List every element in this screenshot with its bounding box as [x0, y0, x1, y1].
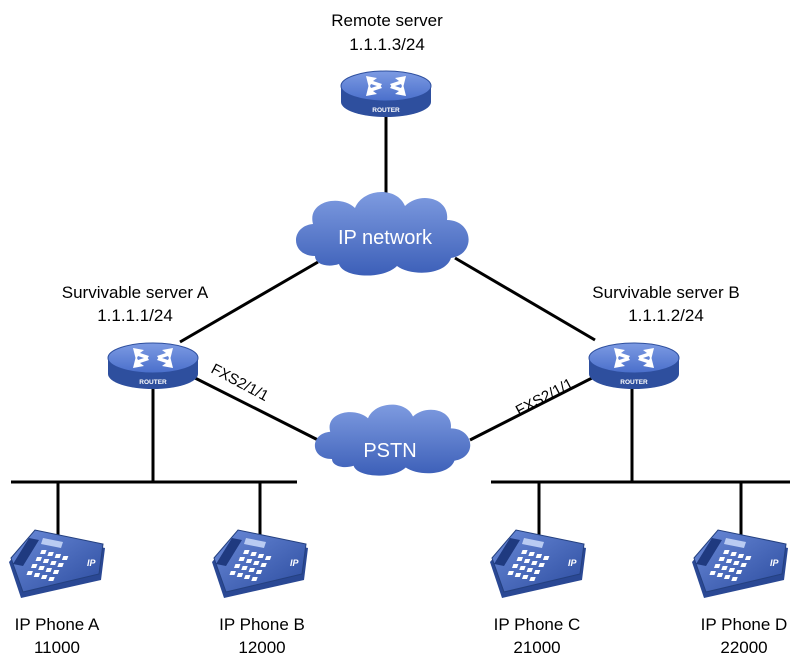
phone-d-name: IP Phone D — [701, 615, 788, 634]
link-b-ipnet — [454, 256, 596, 342]
phone-icon: IP — [8, 529, 106, 599]
phone-icon: IP — [489, 529, 587, 599]
phone-icon: IP — [691, 529, 789, 599]
server-b-ip: 1.1.1.2/24 — [628, 306, 704, 325]
phone-icon: IP — [211, 529, 309, 599]
router-badge: ROUTER — [620, 379, 648, 386]
server-b-name: Survivable server B — [592, 283, 739, 302]
link-b-pstn — [469, 376, 593, 442]
server-a-port: FXS2/1/1 — [208, 361, 271, 405]
server-a-ip: 1.1.1.1/24 — [97, 306, 173, 325]
ip-network-label: IP network — [338, 227, 433, 249]
phone-ip-badge: IP — [568, 558, 578, 568]
survivable-server-a: Survivable server A 1.1.1.1/24 ROUTER FX… — [62, 283, 272, 405]
phone-d-number: 22000 — [720, 638, 767, 657]
phone-ip-badge: IP — [87, 558, 97, 568]
phone-a-number: 11000 — [34, 638, 80, 657]
survivable-server-b: Survivable server B 1.1.1.2/24 ROUTER FX… — [513, 283, 740, 420]
ip-network-cloud: IP network — [295, 191, 469, 276]
router-icon: ROUTER — [588, 342, 680, 390]
link-a-ipnet — [179, 260, 319, 344]
remote-server-name: Remote server — [331, 11, 443, 30]
server-b-port: FXS2/1/1 — [513, 375, 576, 419]
phone-a-name: IP Phone A — [15, 615, 100, 634]
phone-c-number: 21000 — [513, 638, 560, 657]
phone-b-number: 12000 — [238, 638, 285, 657]
router-icon: ROUTER — [107, 342, 199, 390]
server-a-name: Survivable server A — [62, 283, 209, 302]
phone-b-name: IP Phone B — [219, 615, 305, 634]
ip-phone-d: IP IP Phone D 22000 — [691, 529, 789, 657]
phone-ip-badge: IP — [290, 558, 300, 568]
router-badge: ROUTER — [372, 107, 400, 114]
ip-phone-c: IP IP Phone C 21000 — [489, 529, 587, 657]
remote-server: Remote server 1.1.1.3/24 ROUTER — [331, 11, 443, 118]
link-a-pstn — [194, 376, 319, 442]
router-badge: ROUTER — [139, 379, 167, 386]
pstn-label: PSTN — [363, 440, 416, 462]
phone-ip-badge: IP — [770, 558, 780, 568]
ip-phone-a: IP IP Phone A 11000 — [8, 529, 106, 657]
ip-phone-b: IP IP Phone B 12000 — [211, 529, 309, 657]
remote-server-ip: 1.1.1.3/24 — [349, 35, 425, 54]
router-icon: ROUTER — [340, 70, 432, 118]
connection-lines — [11, 114, 790, 538]
phone-c-name: IP Phone C — [494, 615, 581, 634]
